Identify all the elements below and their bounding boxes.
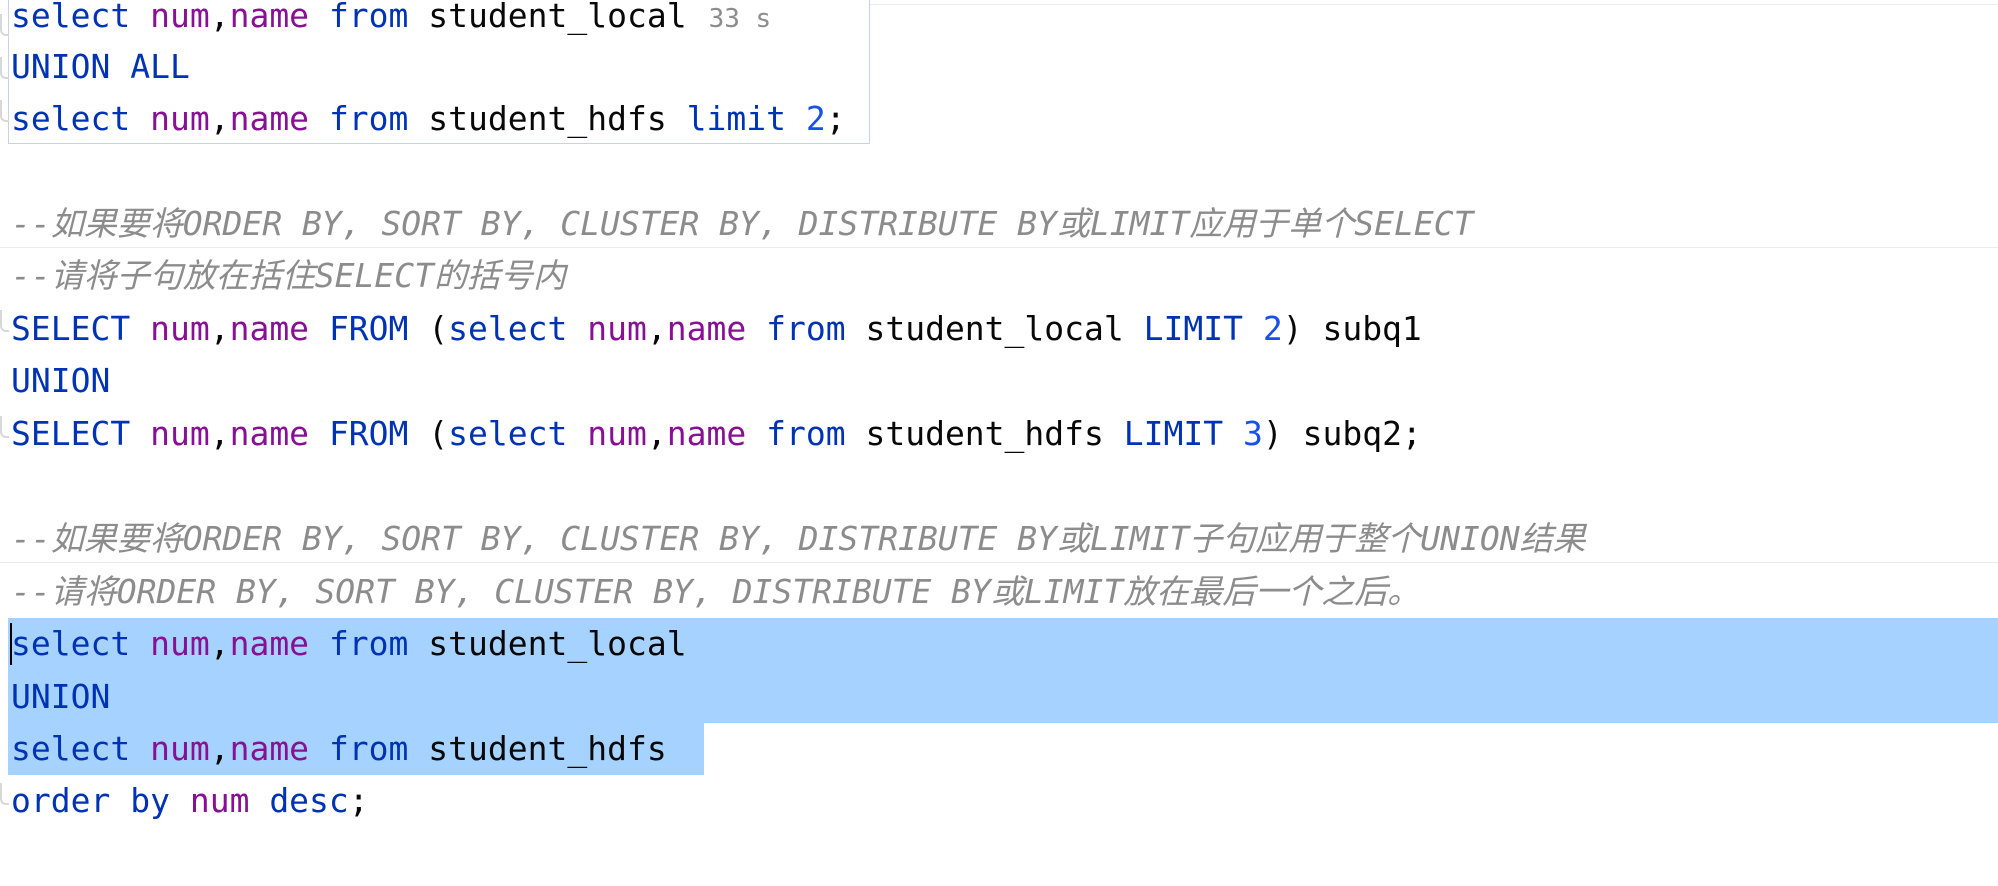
- code-comment[interactable]: --如果要将ORDER BY, SORT BY, CLUSTER BY, DIS…: [11, 204, 1474, 243]
- table-name: student_hdfs: [865, 414, 1104, 453]
- punctuation: ,: [209, 99, 230, 138]
- column-name: num: [587, 309, 647, 348]
- line-separator: [0, 562, 1998, 563]
- line-separator: [0, 247, 1998, 248]
- keyword: select: [11, 624, 131, 663]
- code-line[interactable]: select num,name from student_hdfs: [0, 723, 667, 775]
- column-name: name: [229, 414, 310, 453]
- fold-marker[interactable]: [0, 14, 9, 36]
- subquery-alias: ) subq1: [1282, 309, 1422, 348]
- text-selection: [8, 618, 1998, 723]
- code-comment[interactable]: --如果要将ORDER BY, SORT BY, CLUSTER BY, DIS…: [11, 519, 1586, 558]
- number-literal: 2: [1262, 309, 1283, 348]
- code-line[interactable]: select num,name from student_local: [0, 618, 687, 670]
- text-caret: [10, 623, 12, 665]
- code-line[interactable]: order by num desc;: [0, 775, 369, 827]
- keyword: from: [328, 0, 409, 35]
- code-comment[interactable]: --请将ORDER BY, SORT BY, CLUSTER BY, DISTR…: [11, 572, 1421, 611]
- keyword: LIMIT: [1143, 309, 1243, 348]
- keyword: desc: [269, 781, 349, 820]
- column-name: num: [189, 781, 250, 820]
- punctuation: ,: [646, 414, 667, 453]
- column-name: num: [587, 414, 647, 453]
- table-name: student_local: [865, 309, 1124, 348]
- keyword: SELECT: [11, 309, 131, 348]
- subquery-alias: ) subq2;: [1262, 414, 1422, 453]
- keyword: FROM: [328, 414, 409, 453]
- fold-marker[interactable]: [0, 416, 9, 438]
- keyword: select: [11, 0, 131, 35]
- column-name: num: [150, 624, 210, 663]
- fold-marker[interactable]: [0, 57, 9, 79]
- punctuation: ,: [209, 729, 230, 768]
- column-name: num: [150, 414, 210, 453]
- code-comment[interactable]: --请将子句放在括住SELECT的括号内: [11, 256, 566, 295]
- table-name: student_hdfs: [428, 99, 667, 138]
- column-name: name: [229, 729, 310, 768]
- code-line[interactable]: SELECT num,name FROM (select num,name fr…: [0, 303, 1422, 355]
- fold-marker[interactable]: [0, 310, 9, 332]
- statement-highlight-box: [8, 0, 870, 144]
- keyword: SELECT: [11, 414, 131, 453]
- table-name: student_hdfs: [428, 729, 667, 768]
- punctuation: (: [408, 309, 449, 348]
- punctuation: (: [408, 414, 449, 453]
- punctuation: ;: [825, 99, 846, 138]
- column-name: num: [150, 0, 210, 35]
- column-name: num: [150, 729, 210, 768]
- keyword: FROM: [328, 309, 409, 348]
- punctuation: ,: [209, 624, 230, 663]
- number-literal: 3: [1242, 414, 1263, 453]
- keyword: from: [328, 729, 409, 768]
- punctuation: ,: [209, 414, 230, 453]
- code-line[interactable]: UNION: [0, 355, 110, 407]
- column-name: name: [229, 309, 310, 348]
- line-separator: [870, 4, 1998, 5]
- keyword: from: [328, 624, 409, 663]
- code-line[interactable]: SELECT num,name FROM (select num,name fr…: [0, 408, 1422, 460]
- keyword: UNION: [11, 677, 111, 716]
- column-name: num: [150, 309, 210, 348]
- column-name: name: [229, 624, 310, 663]
- column-name: num: [150, 99, 210, 138]
- table-name: student_local: [428, 0, 687, 35]
- column-name: name: [666, 309, 747, 348]
- text-selection: [8, 723, 704, 775]
- code-line[interactable]: select num,name from student_local 33 s: [0, 0, 771, 42]
- code-line[interactable]: UNION ALL: [0, 41, 190, 93]
- number-literal: 2: [805, 99, 826, 138]
- column-name: name: [229, 0, 310, 35]
- table-name: student_local: [428, 624, 687, 663]
- keyword: UNION: [11, 361, 111, 400]
- keyword: from: [766, 309, 846, 348]
- punctuation: ,: [209, 309, 230, 348]
- punctuation: ;: [348, 781, 369, 820]
- keyword: UNION ALL: [11, 47, 190, 86]
- punctuation: ,: [646, 309, 667, 348]
- execution-time-hint: 33 s: [708, 4, 772, 34]
- keyword: select: [11, 729, 131, 768]
- code-line[interactable]: select num,name from student_hdfs limit …: [0, 93, 846, 145]
- keyword: select: [11, 99, 131, 138]
- column-name: name: [229, 99, 310, 138]
- keyword: from: [766, 414, 846, 453]
- keyword: limit: [686, 99, 786, 138]
- code-line[interactable]: UNION: [0, 671, 110, 723]
- column-name: name: [666, 414, 747, 453]
- keyword: order by: [11, 781, 170, 820]
- fold-marker[interactable]: [0, 783, 9, 805]
- keyword: select: [448, 309, 568, 348]
- keyword: LIMIT: [1123, 414, 1224, 453]
- keyword: from: [328, 99, 409, 138]
- fold-marker[interactable]: [0, 100, 9, 122]
- punctuation: ,: [209, 0, 230, 35]
- keyword: select: [448, 414, 568, 453]
